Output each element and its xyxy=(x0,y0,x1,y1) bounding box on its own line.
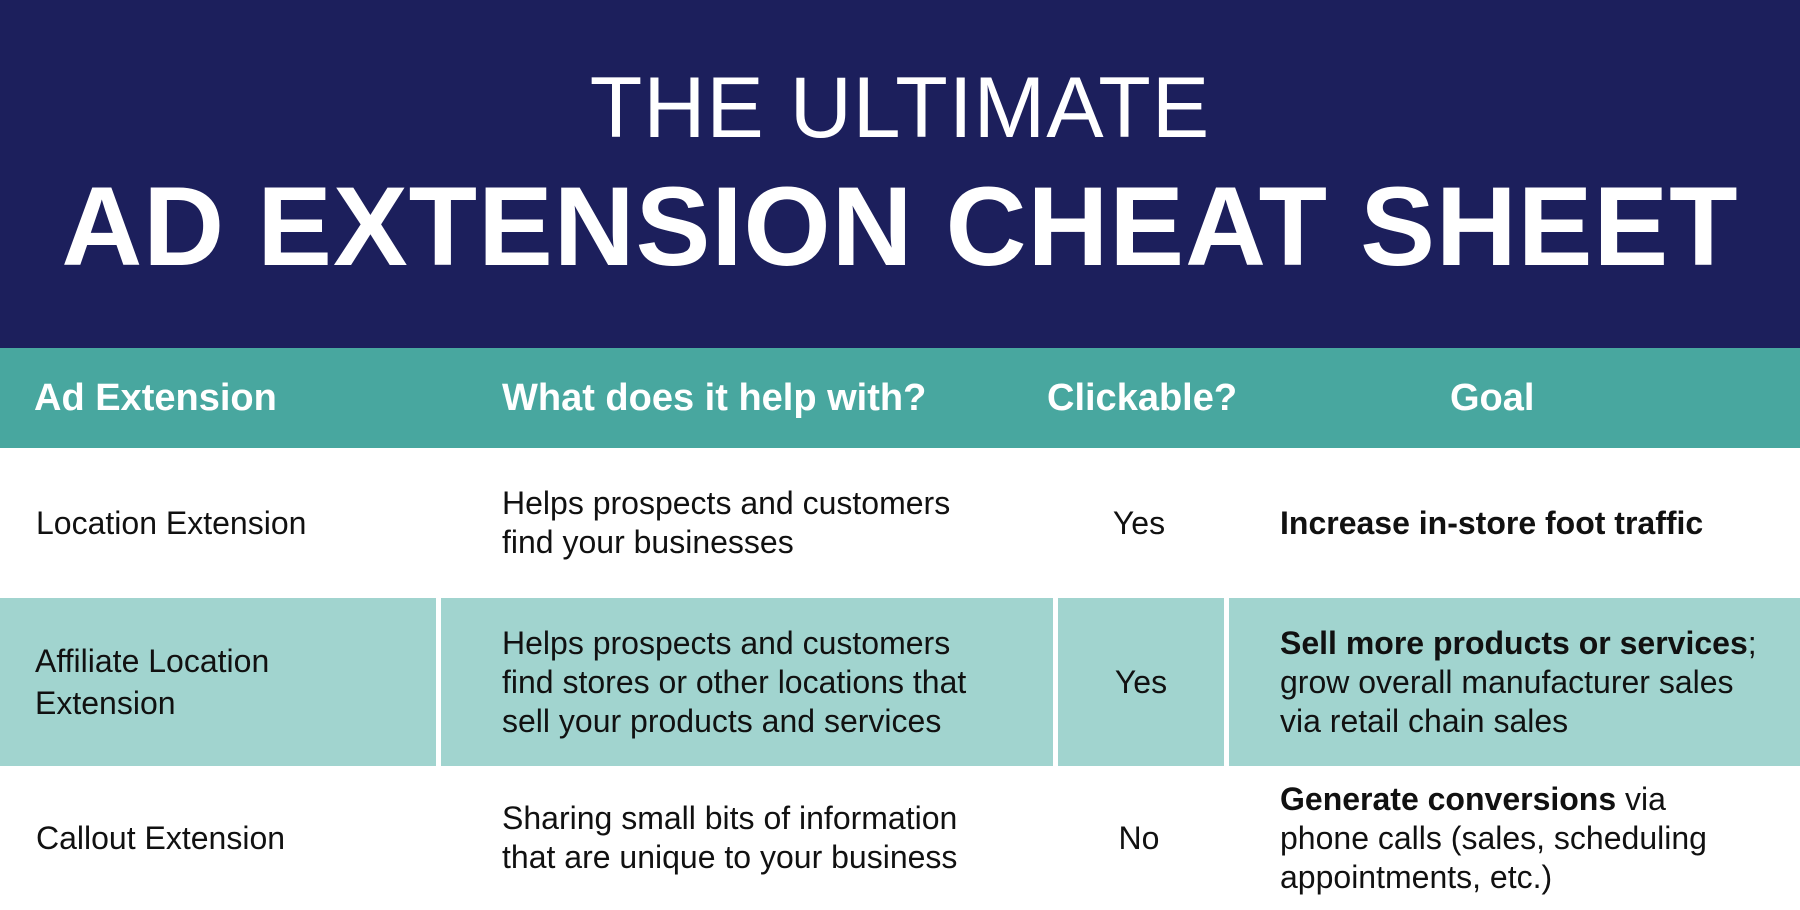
goal-text: Sell more products or services; grow ove… xyxy=(1280,624,1757,739)
goal-text: Increase in-store foot traffic xyxy=(1280,504,1704,541)
table-header: Ad Extension What does it help with? Cli… xyxy=(0,348,1800,448)
clickable-value: No xyxy=(1118,819,1160,856)
cell-extension: Location Extension xyxy=(36,448,436,598)
column-header-help: What does it help with? xyxy=(502,377,927,419)
cell-goal: Increase in-store foot traffic xyxy=(1280,448,1780,598)
cell-clickable: Yes xyxy=(1058,598,1224,766)
column-header-clickable: Clickable? xyxy=(1047,377,1238,419)
table-row: Location Extension Helps prospects and c… xyxy=(0,448,1800,598)
cell-clickable: No xyxy=(1058,766,1220,910)
cell-clickable: Yes xyxy=(1058,448,1220,598)
cell-goal: Generate conversions via phone calls (sa… xyxy=(1280,766,1760,910)
goal-text: Generate conversions via phone calls (sa… xyxy=(1280,780,1707,895)
clickable-value: Yes xyxy=(1114,663,1168,700)
cell-goal: Sell more products or services; grow ove… xyxy=(1229,598,1800,766)
page-title: AD EXTENSION CHEAT SHEET xyxy=(61,164,1739,289)
header-banner: THE ULTIMATE AD EXTENSION CHEAT SHEET xyxy=(0,0,1800,348)
extension-name: Callout Extension xyxy=(36,819,286,856)
table-row: Callout Extension Sharing small bits of … xyxy=(0,766,1800,910)
clickable-value: Yes xyxy=(1112,504,1166,541)
page-kicker: THE ULTIMATE xyxy=(589,60,1211,156)
column-header-ad-extension: Ad Extension xyxy=(34,377,277,419)
column-header-goal: Goal xyxy=(1450,377,1535,419)
extension-name: Location Extension xyxy=(36,504,307,541)
cell-extension: Callout Extension xyxy=(36,766,436,910)
